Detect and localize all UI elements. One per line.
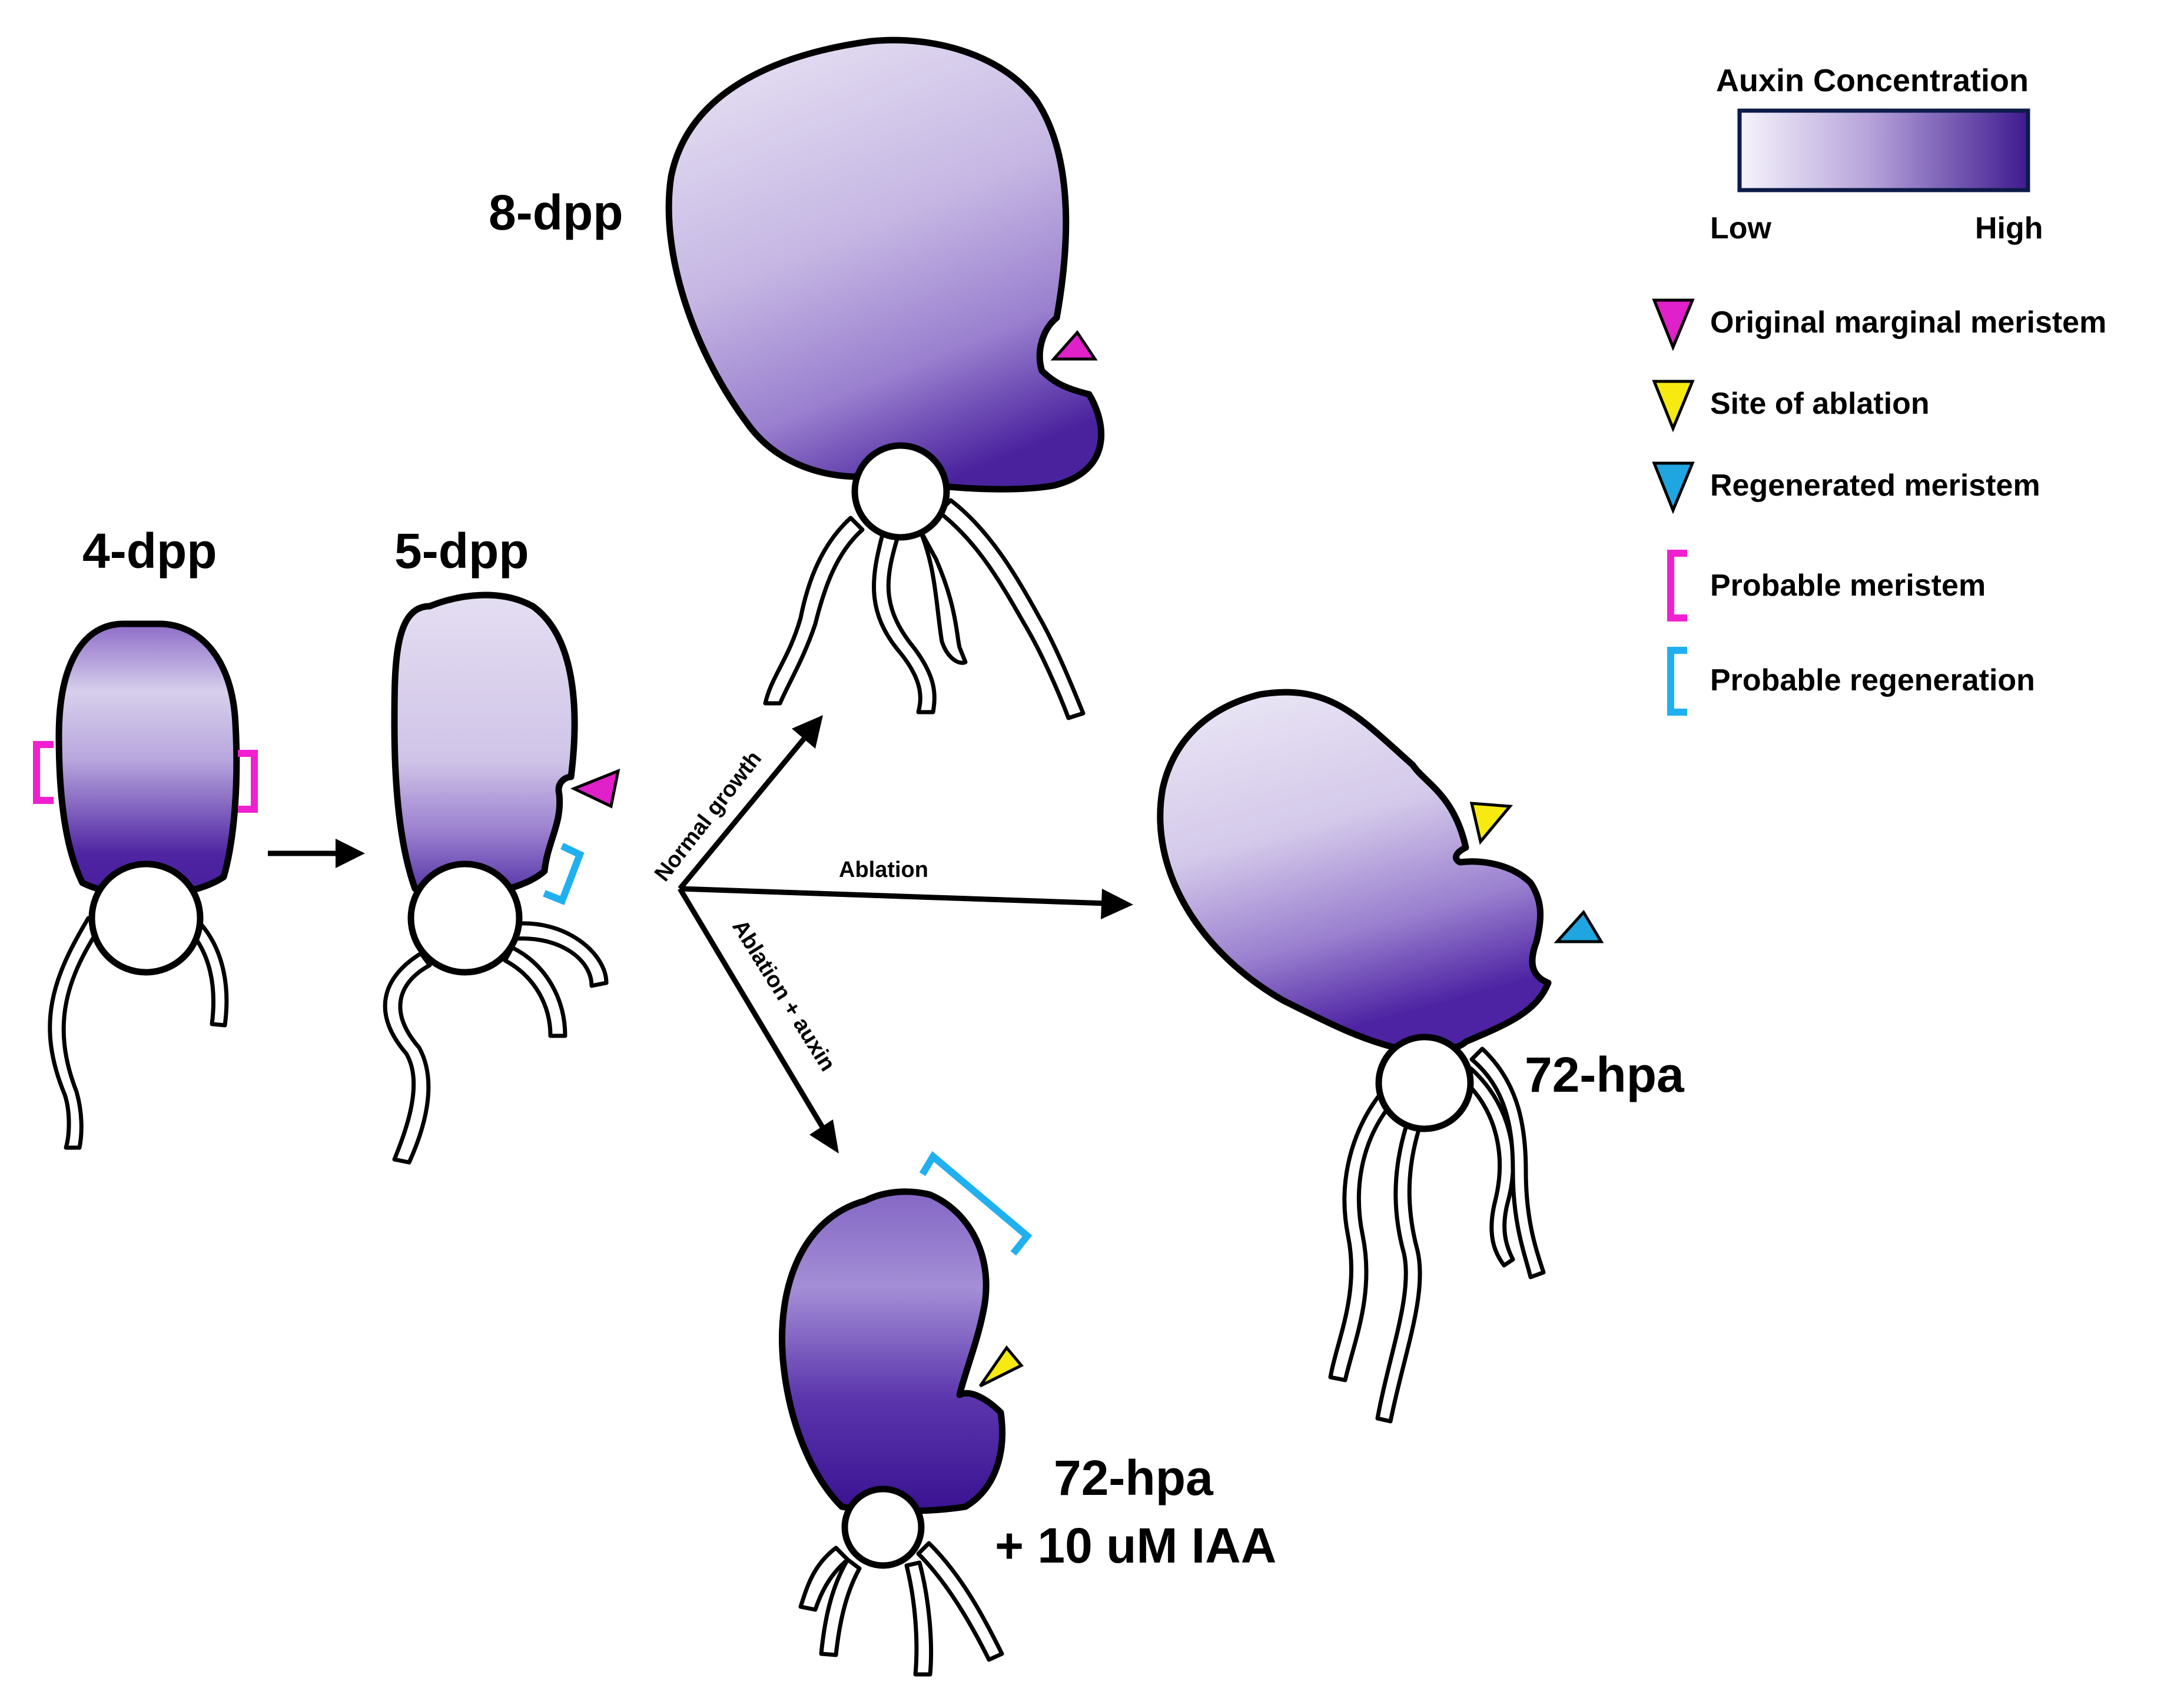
arrow-ablation-auxin bbox=[678, 887, 839, 1154]
gametophyte-8dpp bbox=[665, 36, 1105, 720]
thallus-8dpp bbox=[669, 40, 1101, 490]
gametophyte-4dpp bbox=[33, 620, 258, 1150]
legend-item-probable-meristem: Probable meristem bbox=[1710, 569, 1986, 603]
label-5dpp: 5-dpp bbox=[394, 523, 529, 579]
rhizoids-72hpa bbox=[1328, 1046, 1546, 1424]
legend-title: Auxin Concentration bbox=[1716, 63, 2029, 98]
probable-regeneration-bracket-5dpp bbox=[543, 842, 585, 905]
original-marginal-meristem-marker-8dpp bbox=[1050, 330, 1098, 361]
spore-72hpa-iaa bbox=[841, 1485, 925, 1569]
arrow-4dpp-to-5dpp bbox=[268, 839, 365, 868]
probable-meristem-bracket-right bbox=[238, 750, 258, 813]
label-8dpp: 8-dpp bbox=[489, 185, 623, 240]
legend: Auxin Concentration Low High Original ma… bbox=[1652, 63, 2106, 716]
legend-item-site-of-ablation: Site of ablation bbox=[1710, 387, 1930, 421]
original-marginal-meristem-marker-5dpp bbox=[570, 768, 620, 809]
legend-low-label: Low bbox=[1710, 211, 1772, 245]
label-72hpa-iaa-line1: 72-hpa bbox=[1054, 1450, 1214, 1505]
spore-72hpa bbox=[1375, 1033, 1474, 1132]
thallus-72hpa-iaa bbox=[782, 1191, 1003, 1511]
label-72hpa: 72-hpa bbox=[1525, 1047, 1685, 1102]
spore-8dpp bbox=[851, 442, 950, 541]
spore-5dpp bbox=[407, 860, 523, 976]
label-ablation: Ablation bbox=[839, 858, 928, 882]
thallus-72hpa bbox=[1160, 692, 1548, 1049]
label-normal-growth: Normal growth bbox=[650, 746, 766, 886]
regenerated-meristem-marker-72hpa bbox=[1554, 909, 1604, 943]
auxin-gradient-bar bbox=[1737, 108, 2030, 192]
gametophyte-72hpa-iaa bbox=[779, 1151, 1033, 1677]
legend-yellow-triangle-icon bbox=[1652, 380, 1695, 433]
rhizoids-4dpp bbox=[48, 909, 229, 1150]
probable-regeneration-bracket-72hpa-iaa bbox=[919, 1151, 1033, 1256]
legend-magenta-bracket-icon bbox=[1667, 550, 1687, 622]
legend-blue-triangle-icon bbox=[1652, 461, 1695, 514]
legend-magenta-triangle-icon bbox=[1652, 298, 1695, 351]
gametophyte-5dpp bbox=[383, 591, 620, 1165]
legend-item-original-marginal-meristem: Original marginal meristem bbox=[1710, 305, 2106, 340]
legend-item-regenerated-meristem: Regenerated meristem bbox=[1710, 468, 2040, 503]
rhizoids-5dpp bbox=[383, 921, 609, 1165]
probable-meristem-bracket-left bbox=[33, 741, 54, 804]
label-4dpp: 4-dpp bbox=[82, 523, 217, 579]
rhizoids-72hpa-iaa bbox=[798, 1541, 1004, 1677]
site-of-ablation-marker-72hpa bbox=[1469, 802, 1513, 845]
thallus-5dpp bbox=[394, 595, 575, 896]
site-of-ablation-marker-72hpa-iaa bbox=[978, 1345, 1024, 1388]
arrow-ablation bbox=[679, 886, 1133, 919]
gametophyte-72hpa bbox=[1157, 689, 1604, 1424]
thallus-4dpp bbox=[59, 624, 237, 896]
legend-item-probable-regeneration: Probable regeneration bbox=[1710, 663, 2035, 697]
spore-4dpp bbox=[88, 860, 204, 976]
arrow-normal-growth bbox=[678, 715, 823, 890]
legend-blue-bracket-icon bbox=[1667, 647, 1687, 716]
rhizoids-8dpp bbox=[763, 498, 1086, 720]
legend-high-label: High bbox=[1975, 211, 2043, 245]
label-72hpa-iaa-line2: + 10 uM IAA bbox=[995, 1518, 1276, 1573]
